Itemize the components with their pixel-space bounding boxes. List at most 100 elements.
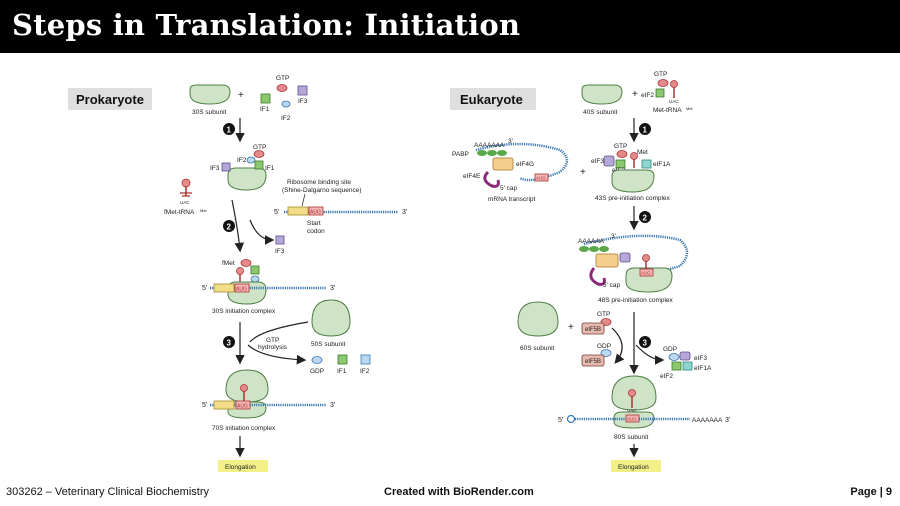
euk-plus-3: + — [568, 322, 574, 333]
80s-label: 80S subunit — [614, 434, 649, 441]
43s-eif1a-label: eIF1A — [653, 161, 671, 168]
if1-label: IF1 — [260, 106, 270, 113]
euk-step-1-badge — [639, 123, 651, 135]
euk-step-1-number: 1 — [643, 126, 648, 135]
eif5b-label: eIF5B — [585, 327, 601, 333]
eif5b-gdp-shape — [600, 349, 612, 357]
gtp-shape — [276, 84, 288, 92]
complex-aug — [234, 283, 250, 293]
48s-pabp-3 — [599, 246, 609, 252]
euk-gtp-shape — [657, 79, 669, 87]
48s-aug-label: AUG — [641, 271, 651, 276]
release-eif1a-shape — [682, 361, 693, 371]
rbs-label-1: Ribosome binding site — [287, 179, 351, 186]
gtp-hydrolysis-2: hydrolysis — [258, 344, 288, 351]
if3-released-label: IF3 — [275, 248, 285, 255]
release-eif2-label: eIF2 — [660, 373, 673, 380]
80s-uac: UAC — [627, 408, 637, 413]
release-gdp-shape — [668, 353, 680, 361]
subunit-50s-label: 50S subunit — [311, 341, 346, 348]
if2-bound-label: IF2 — [237, 157, 247, 164]
complex-trna-head — [236, 267, 244, 275]
subunit-40s-label: 40S subunit — [583, 109, 618, 116]
euk-aug-label: AUG — [536, 176, 546, 181]
48s-ribosome — [625, 267, 673, 293]
eif5b-gdp-box-label: eIF5B — [585, 359, 601, 365]
80s-3prime: 3' — [725, 417, 730, 424]
48s-pabp-1 — [579, 246, 589, 252]
pabp-label: PABP — [452, 151, 469, 158]
48s-eif4e — [589, 267, 606, 286]
subunit-50s-shape — [311, 299, 351, 337]
complex70-aug-label: AUG — [237, 404, 248, 410]
complex-70s-label: 70S initiation complex — [212, 425, 276, 432]
if2-released-shape — [360, 354, 371, 365]
if3-bound-label: IF3 — [210, 165, 220, 172]
euk-uac: UAC — [669, 99, 679, 104]
subunit-60s-label: 60S subunit — [520, 345, 555, 352]
mrna-transcript-label: mRNA transcript — [488, 196, 536, 203]
48s-3prime: 3' — [611, 233, 616, 240]
release-eif1a-label: eIF1A — [694, 365, 712, 372]
eukaryote-panel: Eukaryote 40S subunit + GTP eIF2 UAC Met… — [450, 71, 730, 472]
rbs-pointer — [301, 193, 306, 207]
step-3-badge — [223, 336, 235, 348]
euk-step-2-badge — [639, 211, 651, 223]
eukaryote-heading-box — [450, 88, 536, 110]
complex70-aug — [235, 400, 251, 410]
if3-label: IF3 — [298, 98, 308, 105]
step-2-badge — [223, 220, 235, 232]
eif4e-shape — [483, 170, 500, 188]
plus-sign: + — [238, 90, 244, 101]
80s-trna-head — [628, 389, 636, 397]
gtp-bound-label: GTP — [253, 144, 266, 151]
euk-eif2-shape — [655, 88, 665, 98]
eif4g-shape — [492, 157, 514, 171]
start-codon-1: Start — [307, 220, 321, 227]
48s-mrna-loop — [583, 234, 689, 274]
fmet-trna-label: fMet-tRNA — [164, 209, 195, 216]
48s-eif3 — [619, 252, 631, 263]
euk-elongation-label: Elongation — [618, 464, 649, 471]
48s-label: 48S pre-initiation complex — [598, 297, 674, 304]
80s-cap — [566, 414, 576, 424]
if2-shape — [281, 100, 291, 108]
complex-5prime: 5' — [202, 285, 207, 292]
complex-if1-shape — [250, 265, 260, 275]
mrna-5prime: 5' — [274, 209, 279, 216]
arrow-2 — [231, 199, 245, 253]
48s-pabp-2 — [589, 246, 599, 252]
complex70-5prime: 5' — [202, 402, 207, 409]
fmet-trna-anticodon: UAC — [180, 200, 190, 205]
80s-aug-label: AUG — [627, 417, 637, 422]
fmet-trna-icon — [180, 178, 192, 197]
48s-eif4g — [595, 253, 619, 268]
if1-shape — [260, 93, 271, 104]
43s-gtp-shape — [616, 150, 628, 158]
fmet-trna-sup: Met — [200, 208, 208, 213]
eif4e-label: eIF4E — [463, 173, 481, 180]
eukaryote-heading: Eukaryote — [460, 92, 523, 107]
arrow-3-join — [249, 321, 309, 343]
step-2-number: 2 — [227, 223, 232, 232]
step-1-number: 1 — [227, 126, 232, 135]
complex-gtp-shape — [240, 259, 252, 267]
eif5b-gdp-box — [581, 354, 605, 367]
release-eif3-shape — [679, 351, 691, 361]
step-3-number: 3 — [227, 339, 232, 348]
complex-if2-shape — [250, 275, 260, 283]
euk-gtp-label: GTP — [654, 71, 667, 78]
arrow-3-release — [247, 344, 307, 365]
fmet-label: fMet — [222, 260, 235, 267]
if2-bound-shape — [246, 156, 256, 164]
if1-bound-label: IF1 — [265, 165, 275, 172]
if1-released-label: IF1 — [337, 368, 347, 375]
if3-released-shape — [275, 235, 285, 245]
prok-elongation-label: Elongation — [225, 464, 256, 471]
80s-aug — [625, 414, 640, 423]
complex-70s-trna — [240, 384, 248, 392]
48s-aug — [639, 268, 654, 277]
met-trna-label: Met-tRNA — [653, 107, 682, 114]
step-1-badge — [223, 123, 235, 135]
